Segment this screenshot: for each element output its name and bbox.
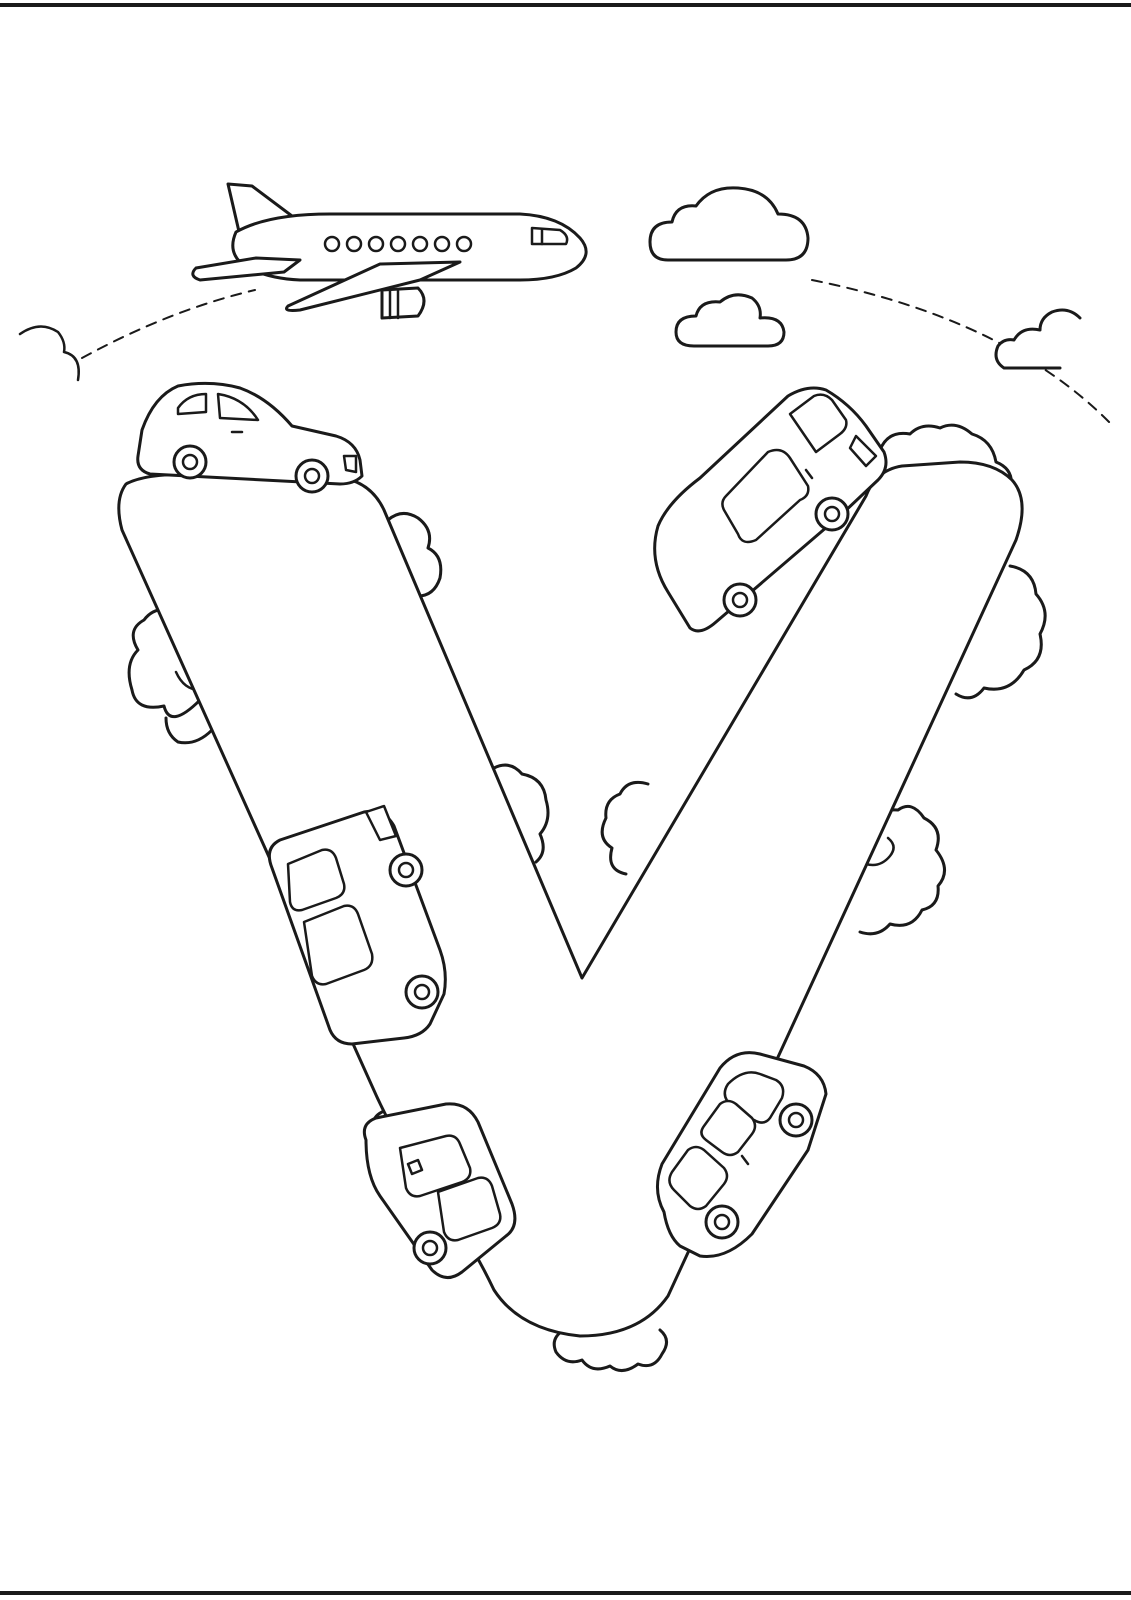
hatchback-car-icon [136, 381, 364, 494]
minibus-icon [267, 804, 447, 1046]
bus-icon [362, 1102, 517, 1279]
small-car-icon [656, 1051, 828, 1259]
cloud-icon [600, 780, 650, 876]
cloud-icon [164, 716, 214, 745]
cloud-icon [492, 763, 550, 864]
cloud-icon [552, 1328, 668, 1372]
cloud-icon [674, 293, 786, 348]
van-icon [653, 386, 888, 633]
cloud-icon [954, 564, 1047, 700]
flight-path-left [81, 289, 256, 359]
cloud-icon [18, 325, 80, 382]
airplane-icon [191, 182, 588, 320]
flight-path-right [811, 279, 1113, 426]
cloud-icon [648, 186, 810, 262]
cloud-icon [994, 308, 1082, 370]
